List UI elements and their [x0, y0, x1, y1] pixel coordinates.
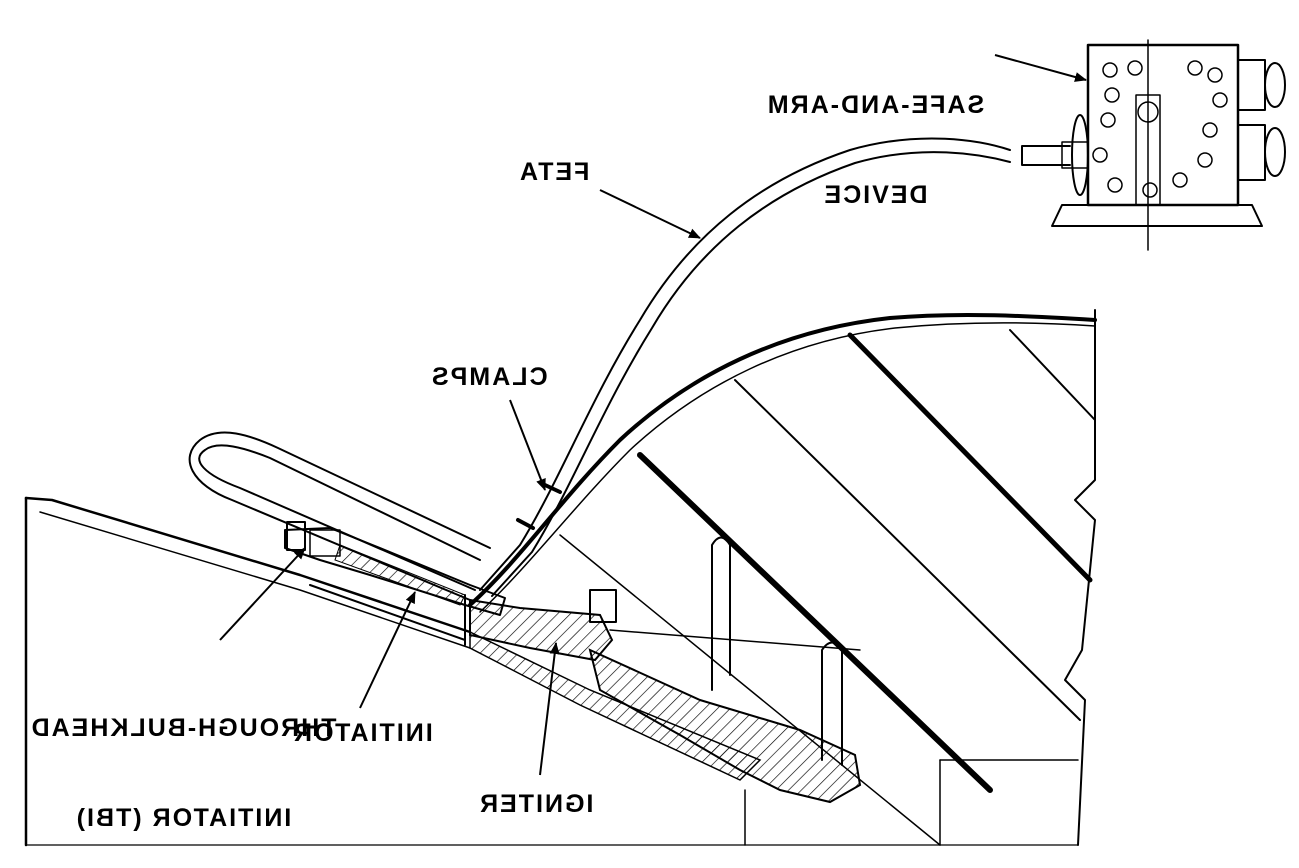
initiator-leader	[359, 591, 416, 709]
feta-line	[188, 137, 1071, 601]
feta-label: FETA	[518, 158, 590, 186]
igniter-leader	[539, 642, 560, 776]
safe-and-arm-device	[1051, 39, 1286, 251]
motor-case	[24, 309, 1097, 847]
leader-arrows	[219, 54, 1087, 776]
safe-and-arm-leader	[994, 54, 1087, 82]
clamps-leader	[509, 399, 546, 491]
initiator-label: INITIATOR	[292, 719, 433, 747]
igniter-label: IGNITER	[478, 790, 594, 818]
lead-pellets	[1092, 60, 1228, 198]
clamps-label: CLAMPS	[430, 363, 548, 391]
igniter-housing	[469, 589, 617, 662]
tbi-label-line2: INITIATOR (TBI)	[74, 804, 292, 832]
tbi-leader	[219, 547, 306, 641]
safe-and-arm-label-line1: SAFE-AND-ARM	[765, 91, 985, 119]
safe-and-arm-label: SAFE-AND-ARM DEVICE	[757, 30, 993, 240]
feta-leader	[599, 189, 701, 239]
safe-and-arm-label-line2: DEVICE	[822, 181, 928, 209]
tbi-label: THROUGH-BULKHEAD INITIATOR (TBI)	[22, 653, 344, 863]
